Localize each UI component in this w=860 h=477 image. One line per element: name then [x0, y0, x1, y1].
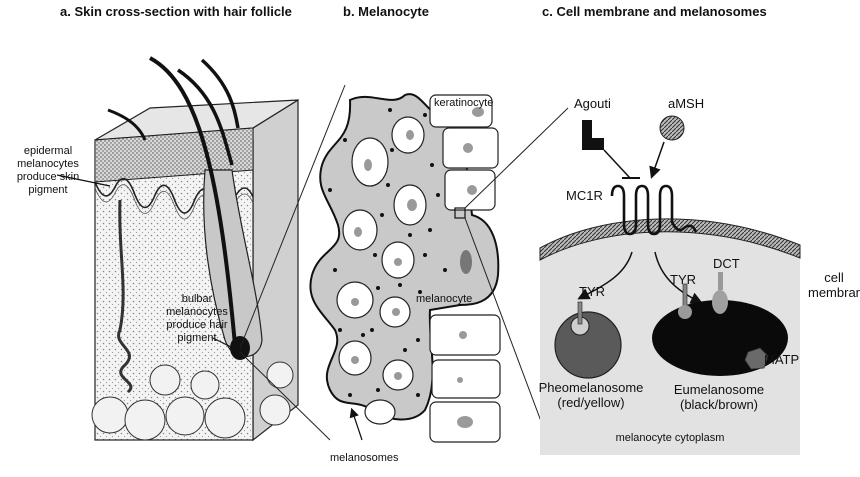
melanocyte-cell: [310, 94, 568, 442]
cell-membrane-label: cell membrane: [808, 270, 860, 300]
tyr-left-label: TYR: [579, 284, 605, 299]
eumelanosome-label: Eumelanosome (black/brown): [664, 382, 774, 412]
mc1r-label: MC1R: [566, 188, 603, 203]
epidermal-melanocytes-label: epidermal melanocytes produce skin pigme…: [2, 145, 94, 197]
melanosomes-label: melanosomes: [330, 452, 398, 465]
dct-label: DCT: [713, 256, 740, 271]
melanocyte-label: melanocyte: [416, 293, 472, 306]
agouti-label: Agouti: [574, 96, 611, 111]
cytoplasm-label: melanocyte cytoplasm: [600, 432, 740, 445]
matp-label: MATP: [764, 352, 799, 367]
bulbar-melanocytes-label: bulbar melanocytes produce hair pigment: [153, 293, 241, 345]
amsh-label: aMSH: [668, 96, 704, 111]
skin-block: [57, 58, 345, 440]
tyr-right-label: TYR: [670, 272, 696, 287]
keratinocyte-label: keratinocyte: [434, 97, 493, 110]
pheomelanosome-label: Pheomelanosome (red/yellow): [536, 380, 646, 410]
